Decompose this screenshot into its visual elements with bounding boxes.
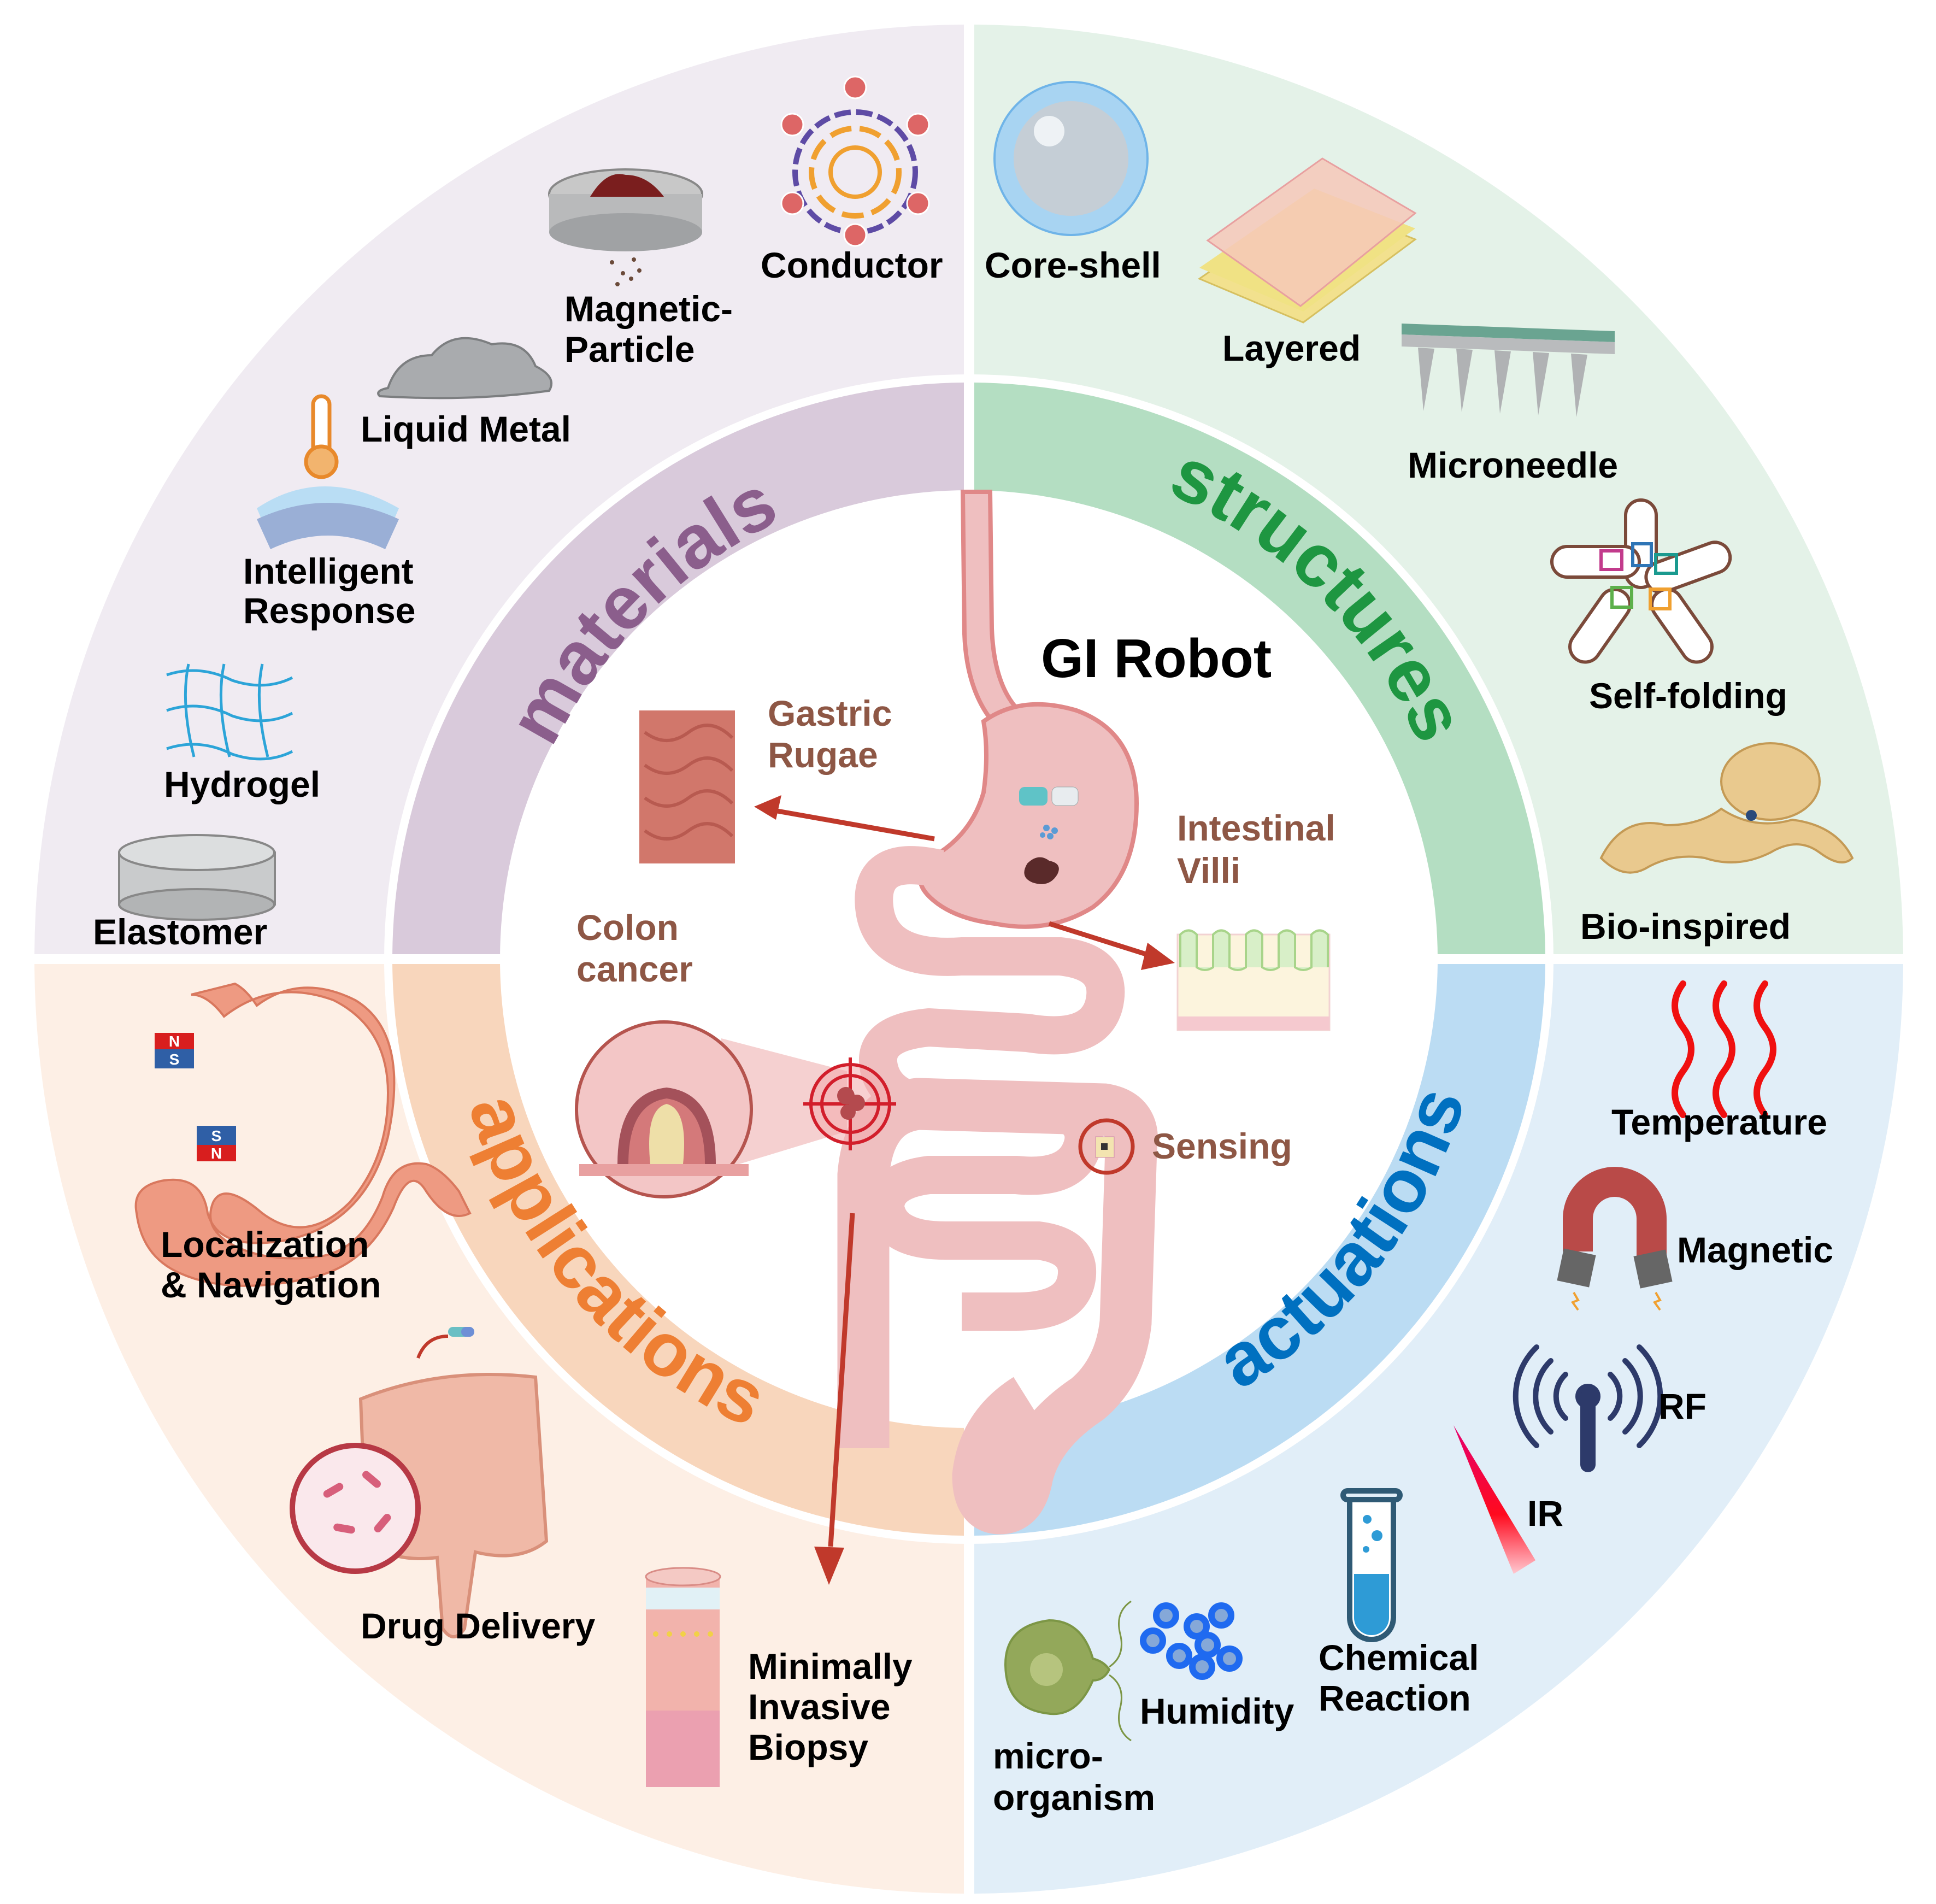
label-localization-line2: & Navigation [161,1265,381,1305]
octopus-icon [1599,742,1854,874]
liquid-metal-blob-icon [377,337,552,399]
label-humidity: Humidity [1140,1691,1294,1731]
arrow-to-gastric-rugae [764,806,935,842]
arrow-to-biopsy [828,1213,855,1547]
magnetic-particle-sieve-icon [548,168,703,286]
core-shell-sphere-icon [993,81,1149,236]
label-chemical-reaction-line1: Chemical [1319,1637,1479,1678]
colon-cancer-magnified-image [575,1020,847,1198]
magnet-s-label: S [169,1051,180,1068]
arrow-to-villi [1048,921,1154,959]
callout-colon-cancer-line2: cancer [576,949,693,989]
magnetic-stomach-navigation-icon: N S S N [134,982,472,1287]
horseshoe-magnet-icon [1557,1167,1673,1311]
arrow-head-villi [1141,943,1175,970]
layered-sheets-icon [1197,157,1417,324]
label-elastomer: Elastomer [93,912,268,952]
arrow-head-biopsy [814,1547,844,1585]
callout-sensing: Sensing [1152,1126,1292,1166]
label-rf: RF [1658,1386,1706,1426]
label-liquid-metal: Liquid Metal [361,409,571,449]
microneedle-array-icon [1402,324,1615,417]
microorganism-icon [1004,1600,1132,1742]
callout-intestinal-villi-line2: Villi [1177,850,1241,891]
label-ir: IR [1527,1493,1563,1533]
self-folding-star-icon [1550,498,1732,664]
thermometer-response-icon [257,394,399,549]
gi-tract-illustration [837,490,1158,1535]
label-conductor: Conductor [761,245,943,285]
label-biopsy-line1: Minimally [748,1646,913,1686]
label-self-folding: Self-folding [1589,675,1787,716]
label-magnetic-particle-line1: Magnetic- [564,289,733,329]
label-layered: Layered [1222,328,1361,368]
intestinal-villi-image [1176,929,1331,1031]
rugae-folds [644,724,734,841]
label-magnetic: Magnetic [1677,1230,1834,1270]
conductor-polymer-icon [780,75,930,247]
test-tube-icon [1340,1488,1403,1642]
label-microneedle: Microneedle [1408,445,1619,485]
callout-colon-cancer-line1: Colon [576,907,679,948]
label-intelligent-response-line1: Intelligent [243,551,414,591]
gastric-lesion-icon [1024,857,1059,884]
intestine-drug-delivery-icon [290,1327,549,1638]
label-intelligent-response-line2: Response [243,590,416,631]
label-localization-line1: Localization [161,1224,369,1265]
capsule-icon [1019,787,1048,806]
stomach [918,702,1139,929]
label-hydrogel: Hydrogel [164,764,321,804]
magnet-n-label: N [169,1033,180,1050]
rf-antenna-icon [1513,1344,1663,1472]
label-drug-delivery: Drug Delivery [361,1606,596,1646]
water-droplets-icon [1140,1602,1243,1680]
arrow-head-gastric [754,795,781,820]
label-biopsy-line2: Invasive [748,1686,891,1727]
callout-gastric-rugae-line1: Gastric [768,693,892,733]
colon [837,1078,1158,1535]
center-title: GI Robot [1041,628,1272,689]
label-bio-inspired: Bio-inspired [1580,906,1791,947]
hydrogel-network-icon [166,663,293,761]
magnet-s-label-2: S [211,1127,222,1144]
callout-gastric-rugae-line2: Rugae [768,734,878,775]
label-microorganism-line2: organism [993,1777,1156,1818]
label-core-shell: Core-shell [985,245,1161,285]
callout-intestinal-villi-line1: Intestinal [1177,808,1335,848]
label-chemical-reaction-line2: Reaction [1319,1678,1471,1718]
ir-beam-icon [1454,1425,1535,1574]
elastomer-cylinder-icon [118,834,276,921]
label-microorganism-line1: micro- [993,1736,1103,1776]
capsule-cap-icon [1051,786,1079,806]
sensor-chip-core [1101,1143,1108,1150]
particles-icon [1040,825,1058,839]
label-temperature: Temperature [1611,1102,1827,1142]
label-magnetic-particle-line2: Particle [564,329,695,369]
sensing-marker [1078,1118,1135,1175]
tumor-icon [837,1087,865,1120]
heat-waves-icon [1672,980,1776,1118]
tissue-biopsy-core-icon [645,1567,721,1787]
magnet-n-label-2: N [211,1145,222,1162]
label-biopsy-line3: Biopsy [748,1727,869,1767]
